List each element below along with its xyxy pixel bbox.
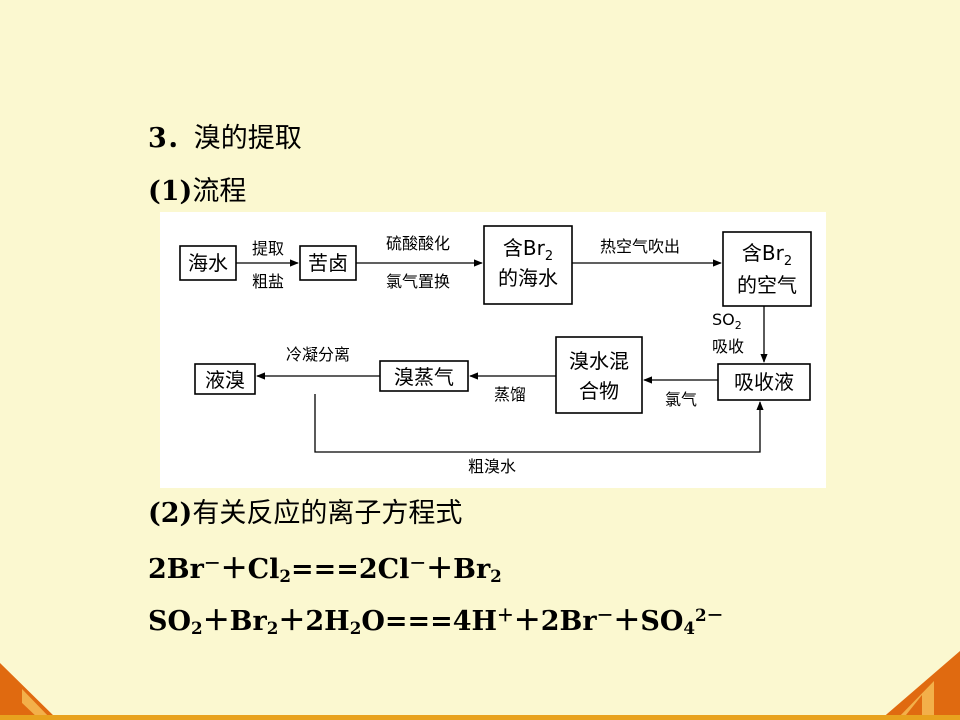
box-bromine-vapor-label: 溴蒸气 xyxy=(394,365,454,389)
box-mixture-line1: 溴水混 xyxy=(569,349,629,373)
box-mixture xyxy=(555,336,643,414)
box-seawater-label: 海水 xyxy=(188,251,228,275)
box-liquid-bromine-label: 液溴 xyxy=(205,368,245,392)
box-mixture-line2: 合物 xyxy=(579,379,619,403)
label-absorb: 吸收 xyxy=(712,337,744,356)
heading-number: 3 xyxy=(148,123,167,154)
box-absorb-liquid xyxy=(717,363,811,401)
box-liquid-bromine xyxy=(194,363,256,395)
section-flow-text: 流程 xyxy=(192,176,247,207)
right-triangle-ornament xyxy=(880,651,960,720)
section-equations-marker: (2) xyxy=(148,498,193,529)
label-chlorine: 氯气 xyxy=(665,390,697,409)
label-crude-bromine-water: 粗溴水 xyxy=(468,457,516,476)
heading: 3．溴的提取 xyxy=(148,123,302,154)
label-extract: 提取 xyxy=(252,239,284,258)
box-br2-seawater xyxy=(483,225,573,305)
box-seawater xyxy=(179,245,237,281)
label-crude-salt: 粗盐 xyxy=(252,272,284,291)
box-brine-label: 苦卤 xyxy=(308,251,348,275)
label-hot-air: 热空气吹出 xyxy=(600,237,680,256)
left-triangle-ornament xyxy=(0,663,58,720)
section-flow-marker: (1) xyxy=(148,176,193,207)
equation-2: SO2＋Br2＋2H2O===4H＋＋2Br－＋SO42－ xyxy=(148,605,724,638)
heading-title: 溴的提取 xyxy=(193,123,302,154)
label-chlorine-replace: 氯气置换 xyxy=(386,272,450,291)
footer-bar xyxy=(0,715,960,720)
label-so2: SO2 xyxy=(712,310,742,332)
box-bromine-vapor xyxy=(379,360,469,392)
section-flow-title: (1)流程 xyxy=(148,178,246,205)
box-absorb-liquid-label: 吸收液 xyxy=(734,370,794,394)
arrow-crude-bromine-water-loop xyxy=(314,394,764,453)
equation-1: 2Br－＋Cl2===2Cl－＋Br2 xyxy=(148,553,502,586)
box-br2-seawater-line2: 的海水 xyxy=(498,266,558,290)
label-acidify: 硫酸酸化 xyxy=(386,234,450,253)
section-equations-title: (2)有关反应的离子方程式 xyxy=(148,500,462,527)
footer-decoration xyxy=(0,651,960,720)
box-br2-air-line2: 的空气 xyxy=(737,273,797,297)
box-brine xyxy=(299,245,357,281)
label-condense: 冷凝分离 xyxy=(286,345,350,364)
bromine-extraction-flowchart: 海水 苦卤 含Br2 的海水 含Br2 的空气 吸收液 溴水混 合物 溴蒸气 液… xyxy=(160,212,826,488)
label-distill: 蒸馏 xyxy=(494,385,526,404)
box-br2-seawater-line1: 含Br2 xyxy=(503,236,553,264)
section-equations-text: 有关反应的离子方程式 xyxy=(192,498,463,529)
box-br2-air xyxy=(722,231,812,307)
box-br2-air-line1: 含Br2 xyxy=(742,241,792,269)
